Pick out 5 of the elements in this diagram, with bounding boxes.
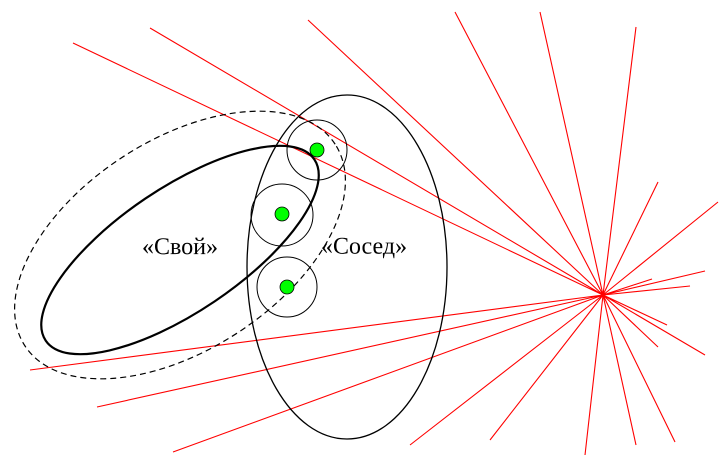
circle-with-dot bbox=[250, 184, 314, 246]
ellipse-region: «Сосед» bbox=[246, 94, 448, 440]
circle-with-dot bbox=[286, 120, 348, 180]
ellipse-region: «Свой» bbox=[40, 144, 320, 356]
circle-with-dot bbox=[256, 256, 318, 318]
